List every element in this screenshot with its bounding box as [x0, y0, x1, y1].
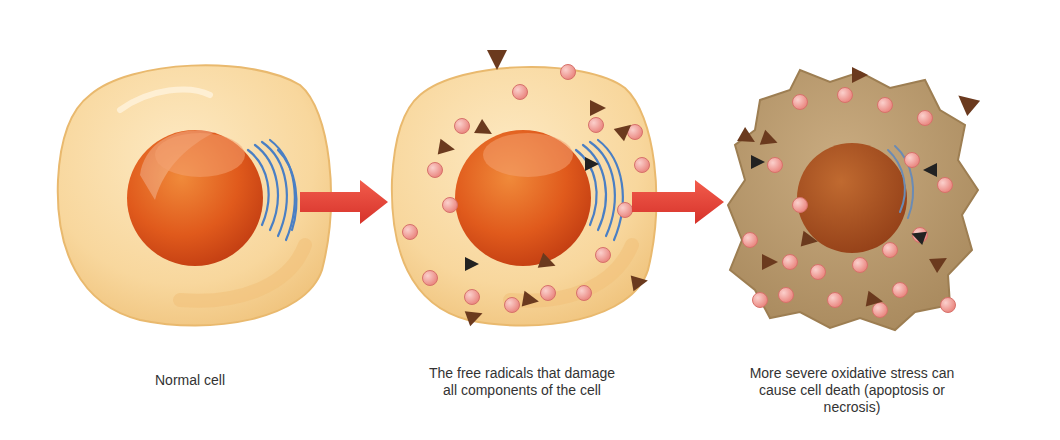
- oxidant-particle: [929, 251, 951, 273]
- oxidant-particle: [585, 157, 599, 171]
- oxidant-particle: [631, 273, 650, 292]
- oxidant-particle: [760, 130, 781, 151]
- free-radical: [423, 271, 438, 286]
- dying-cell: [728, 67, 978, 330]
- oxidant-particle: [614, 119, 637, 142]
- free-radical: [783, 255, 798, 270]
- free-radical: [938, 178, 953, 193]
- free-radical: [596, 248, 611, 263]
- oxidant-particle: [923, 163, 937, 177]
- oxidant-particle: [465, 306, 486, 327]
- damaged-cell: [392, 65, 656, 327]
- oxidant-particle: [590, 100, 606, 116]
- oxidant-particle: [909, 227, 927, 245]
- free-radical: [541, 286, 556, 301]
- free-radical: [768, 158, 783, 173]
- free-radical: [838, 88, 853, 103]
- oxidant-particle: [522, 291, 541, 310]
- oxidant-particle: [762, 254, 778, 270]
- process-arrow: [632, 180, 724, 224]
- free-radical: [905, 153, 920, 168]
- caption-label: More severe oxidative stress can cause c…: [747, 365, 957, 416]
- oxidant-particle: [801, 231, 820, 250]
- free-radical: [505, 298, 520, 313]
- free-radical: [635, 158, 650, 173]
- oxidant-particle: [952, 88, 980, 116]
- free-radical: [811, 265, 826, 280]
- caption-label: The free radicals that damage all compon…: [422, 365, 622, 399]
- free-radical: [873, 303, 888, 318]
- free-radical: [793, 198, 808, 213]
- free-radical: [443, 198, 458, 213]
- free-radical: [878, 98, 893, 113]
- oxidant-particle: [866, 291, 885, 310]
- free-radical: [513, 85, 528, 100]
- free-radical: [455, 119, 470, 134]
- free-radical: [941, 298, 956, 313]
- free-radical: [618, 203, 633, 218]
- oxidant-particle: [852, 67, 868, 83]
- free-radical: [577, 286, 592, 301]
- free-radical: [793, 95, 808, 110]
- oxidant-particle: [438, 139, 457, 158]
- free-radical: [753, 293, 768, 308]
- normal-cell: [58, 65, 331, 325]
- free-radical: [743, 233, 758, 248]
- free-radical: [779, 288, 794, 303]
- oxidant-particle: [751, 155, 765, 169]
- oxidant-particle: [474, 119, 496, 141]
- free-radical: [428, 163, 443, 178]
- oxidant-particle: [465, 257, 479, 271]
- free-radical: [893, 283, 908, 298]
- free-radical: [561, 65, 576, 80]
- free-radical: [465, 290, 480, 305]
- caption-label: Normal cell: [90, 372, 290, 389]
- free-radical: [853, 258, 868, 273]
- free-radical: [828, 293, 843, 308]
- oxidant-particle: [538, 253, 559, 274]
- free-radical: [883, 243, 898, 258]
- oxidant-particle: [487, 50, 507, 70]
- free-radical: [918, 111, 933, 126]
- oxidant-particle: [737, 127, 759, 149]
- free-radical: [403, 225, 418, 240]
- process-arrow: [300, 180, 388, 224]
- free-radical: [589, 118, 604, 133]
